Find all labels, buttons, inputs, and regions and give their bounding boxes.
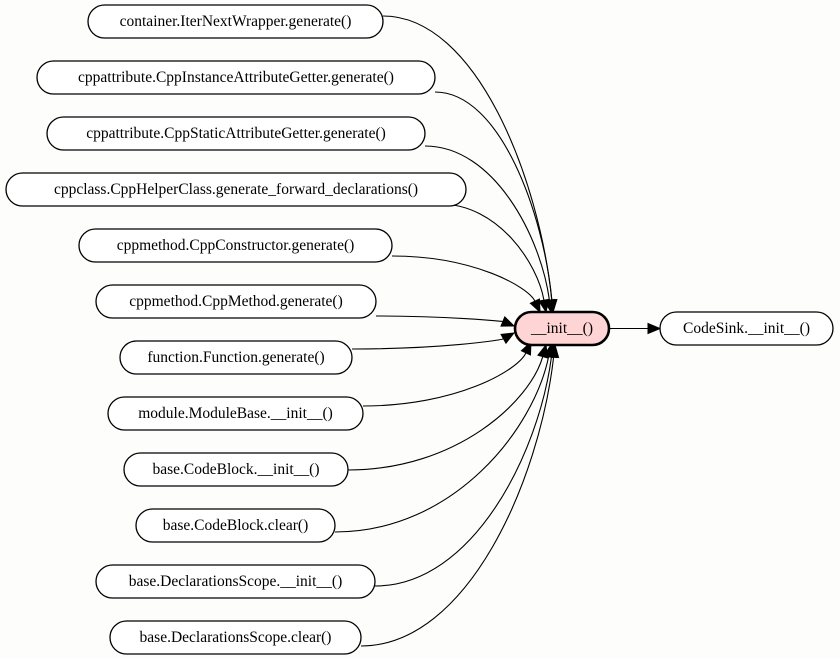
caller-label: cppattribute.CppStaticAttributeGetter.ge… xyxy=(86,125,386,142)
call-edge xyxy=(439,203,545,301)
caller-label: function.Function.generate() xyxy=(147,349,324,366)
arrowhead xyxy=(547,343,560,359)
caller-node-cpp-helper-class-generate-forward-declarations[interactable]: cppclass.CppHelperClass.generate_forward… xyxy=(5,172,467,207)
caller-label: base.DeclarationsScope.clear() xyxy=(140,629,332,646)
call-edge xyxy=(360,356,555,647)
callee-label: CodeSink.__init__() xyxy=(683,320,810,337)
caller-label: module.ModuleBase.__init__() xyxy=(138,405,333,422)
caller-label: base.CodeBlock.clear() xyxy=(163,517,308,534)
caller-node-module-base-init[interactable]: module.ModuleBase.__init__() xyxy=(107,396,364,431)
call-edge xyxy=(391,255,536,302)
caller-node-function-generate[interactable]: function.Function.generate() xyxy=(119,340,353,375)
caller-label: base.DeclarationsScope.__init__() xyxy=(129,573,343,590)
caller-node-cpp-constructor-generate[interactable]: cppmethod.CppConstructor.generate() xyxy=(78,228,393,263)
call-edge xyxy=(434,91,553,301)
caller-node-declarations-scope-clear[interactable]: base.DeclarationsScope.clear() xyxy=(109,620,362,655)
call-edge xyxy=(347,356,544,471)
caller-node-declarations-scope-init[interactable]: base.DeclarationsScope.__init__() xyxy=(95,564,376,599)
caller-label: cppmethod.CppMethod.generate() xyxy=(129,293,343,310)
call-edge xyxy=(351,338,504,350)
caller-label: base.CodeBlock.__init__() xyxy=(152,461,319,478)
arrowhead xyxy=(538,298,550,314)
caller-node-cpp-static-attribute-getter-generate[interactable]: cppattribute.CppStaticAttributeGetter.ge… xyxy=(46,116,426,151)
caller-node-cpp-instance-attribute-getter-generate[interactable]: cppattribute.CppInstanceAttributeGetter.… xyxy=(36,60,436,95)
call-edge xyxy=(334,356,550,533)
caller-node-code-block-clear[interactable]: base.CodeBlock.clear() xyxy=(135,508,336,543)
caller-label: cppmethod.CppConstructor.generate() xyxy=(117,237,355,254)
focus-label: __init__() xyxy=(530,320,593,337)
edges-layer xyxy=(334,15,662,647)
arrowhead xyxy=(529,298,541,314)
caller-node-iter-next-wrapper-generate[interactable]: container.IterNextWrapper.generate() xyxy=(87,4,384,39)
caller-node-cpp-method-generate[interactable]: cppmethod.CppMethod.generate() xyxy=(95,284,377,319)
arrowhead xyxy=(647,322,662,335)
arrowhead xyxy=(500,315,516,327)
caller-label: cppclass.CppHelperClass.generate_forward… xyxy=(54,181,418,198)
call-edge xyxy=(374,356,552,587)
focus-node-init[interactable]: __init__() xyxy=(513,310,611,347)
caller-node-code-block-init[interactable]: base.CodeBlock.__init__() xyxy=(123,452,349,487)
caller-label: cppattribute.CppInstanceAttributeGetter.… xyxy=(78,69,394,86)
call-edge xyxy=(375,315,504,323)
nodes-layer: container.IterNextWrapper.generate() cpp… xyxy=(5,4,834,655)
arrowhead xyxy=(500,332,516,345)
callee-node-codesink-init[interactable]: CodeSink.__init__() xyxy=(659,311,834,346)
call-edge xyxy=(362,352,527,407)
call-edge xyxy=(424,145,550,301)
caller-label: container.IterNextWrapper.generate() xyxy=(120,13,352,30)
